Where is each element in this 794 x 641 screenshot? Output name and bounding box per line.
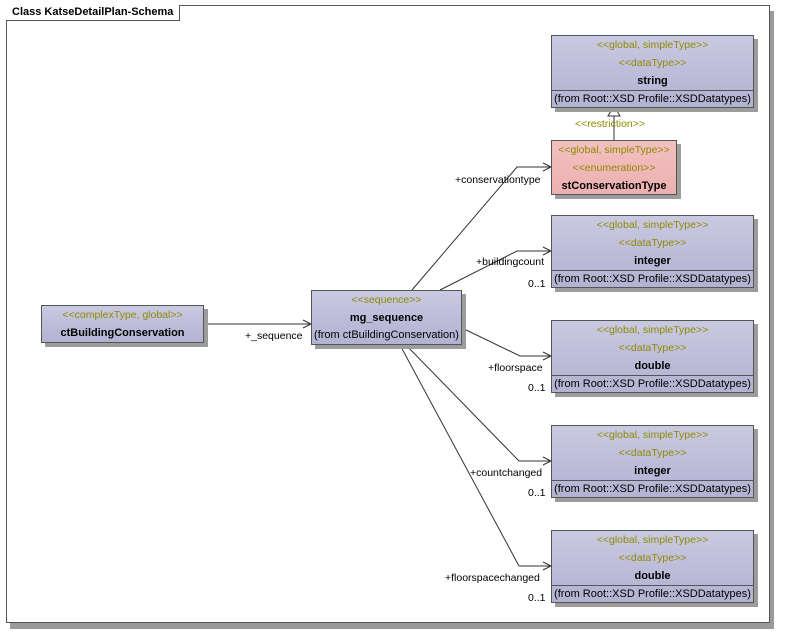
class-stereotype: <<dataType>> xyxy=(618,552,687,564)
class-stereotype: <<enumeration>> xyxy=(572,162,656,174)
class-origin: (from Root::XSD Profile::XSDDatatypes) xyxy=(552,480,753,498)
buildingcount-role-label: +buildingcount xyxy=(476,256,545,268)
class-origin: (from Root::XSD Profile::XSDDatatypes) xyxy=(552,585,753,603)
edge-floorspacechanged xyxy=(399,344,551,567)
floorspace-multiplicity: 0..1 xyxy=(528,382,546,394)
class-mg-sequence[interactable]: <<sequence>> mg_sequence (from ctBuildin… xyxy=(311,290,462,345)
class-integer[interactable]: <<global, simpleType>> <<dataType>> inte… xyxy=(551,425,754,498)
class-ctbuildingconservation[interactable]: <<complexType, global>> ctBuildingConser… xyxy=(41,305,204,343)
edge-conservationtype xyxy=(411,166,551,291)
class-stereotype: <<sequence>> xyxy=(351,294,422,306)
class-name: double xyxy=(634,360,671,372)
class-origin: (from Root::XSD Profile::XSDDatatypes) xyxy=(552,270,753,288)
class-name: integer xyxy=(634,465,671,477)
class-stereotype: <<global, simpleType>> xyxy=(596,534,709,546)
class-stereotype: <<global, simpleType>> xyxy=(596,219,709,231)
class-stereotype: <<dataType>> xyxy=(618,447,687,459)
class-stereotype: <<dataType>> xyxy=(618,342,687,354)
edge-floorspace xyxy=(461,327,551,357)
buildingcount-multiplicity: 0..1 xyxy=(528,278,546,290)
class-name: integer xyxy=(634,255,671,267)
class-stereotype: <<global, simpleType>> xyxy=(596,324,709,336)
class-double[interactable]: <<global, simpleType>> <<dataType>> doub… xyxy=(551,530,754,603)
class-stereotype: <<dataType>> xyxy=(618,237,687,249)
class-integer[interactable]: <<global, simpleType>> <<dataType>> inte… xyxy=(551,215,754,288)
diagram-frame-title: Class KatseDetailPlan-Schema xyxy=(6,5,181,21)
countchanged-multiplicity: 0..1 xyxy=(528,487,546,499)
class-string[interactable]: <<global, simpleType>> <<dataType>> stri… xyxy=(551,35,754,108)
class-stereotype: <<global, simpleType>> xyxy=(596,429,709,441)
class-stereotype: <<global, simpleType>> xyxy=(596,39,709,51)
class-name: mg_sequence xyxy=(349,312,424,324)
class-name: ctBuildingConservation xyxy=(60,327,185,339)
class-stconservationtype[interactable]: <<global, simpleType>> <<enumeration>> s… xyxy=(551,140,677,195)
class-name: double xyxy=(634,570,671,582)
class-stereotype: <<complexType, global>> xyxy=(62,309,183,321)
class-origin: (from ctBuildingConservation) xyxy=(314,329,459,341)
restriction-label: <<restriction>> xyxy=(575,118,646,130)
countchanged-role-label: +countchanged xyxy=(470,467,543,479)
class-stereotype: <<dataType>> xyxy=(618,57,687,69)
floorspacechanged-multiplicity: 0..1 xyxy=(528,592,546,604)
conservationtype-role-label: +conservationtype xyxy=(455,174,541,186)
edge-buildingcount xyxy=(439,250,551,291)
floorspace-role-label: +floorspace xyxy=(488,362,543,374)
edge-restriction-triangle xyxy=(607,105,621,117)
class-name: string xyxy=(637,75,668,87)
floorspacechanged-role-label: +floorspacechanged xyxy=(445,572,540,584)
edge-countchanged xyxy=(405,344,551,462)
class-origin: (from Root::XSD Profile::XSDDatatypes) xyxy=(552,375,753,393)
class-stereotype: <<global, simpleType>> xyxy=(558,144,670,156)
sequence-role-label: +_sequence xyxy=(245,330,303,342)
class-origin: (from Root::XSD Profile::XSDDatatypes) xyxy=(552,90,753,108)
class-name: stConservationType xyxy=(561,180,667,192)
class-double[interactable]: <<global, simpleType>> <<dataType>> doub… xyxy=(551,320,754,393)
